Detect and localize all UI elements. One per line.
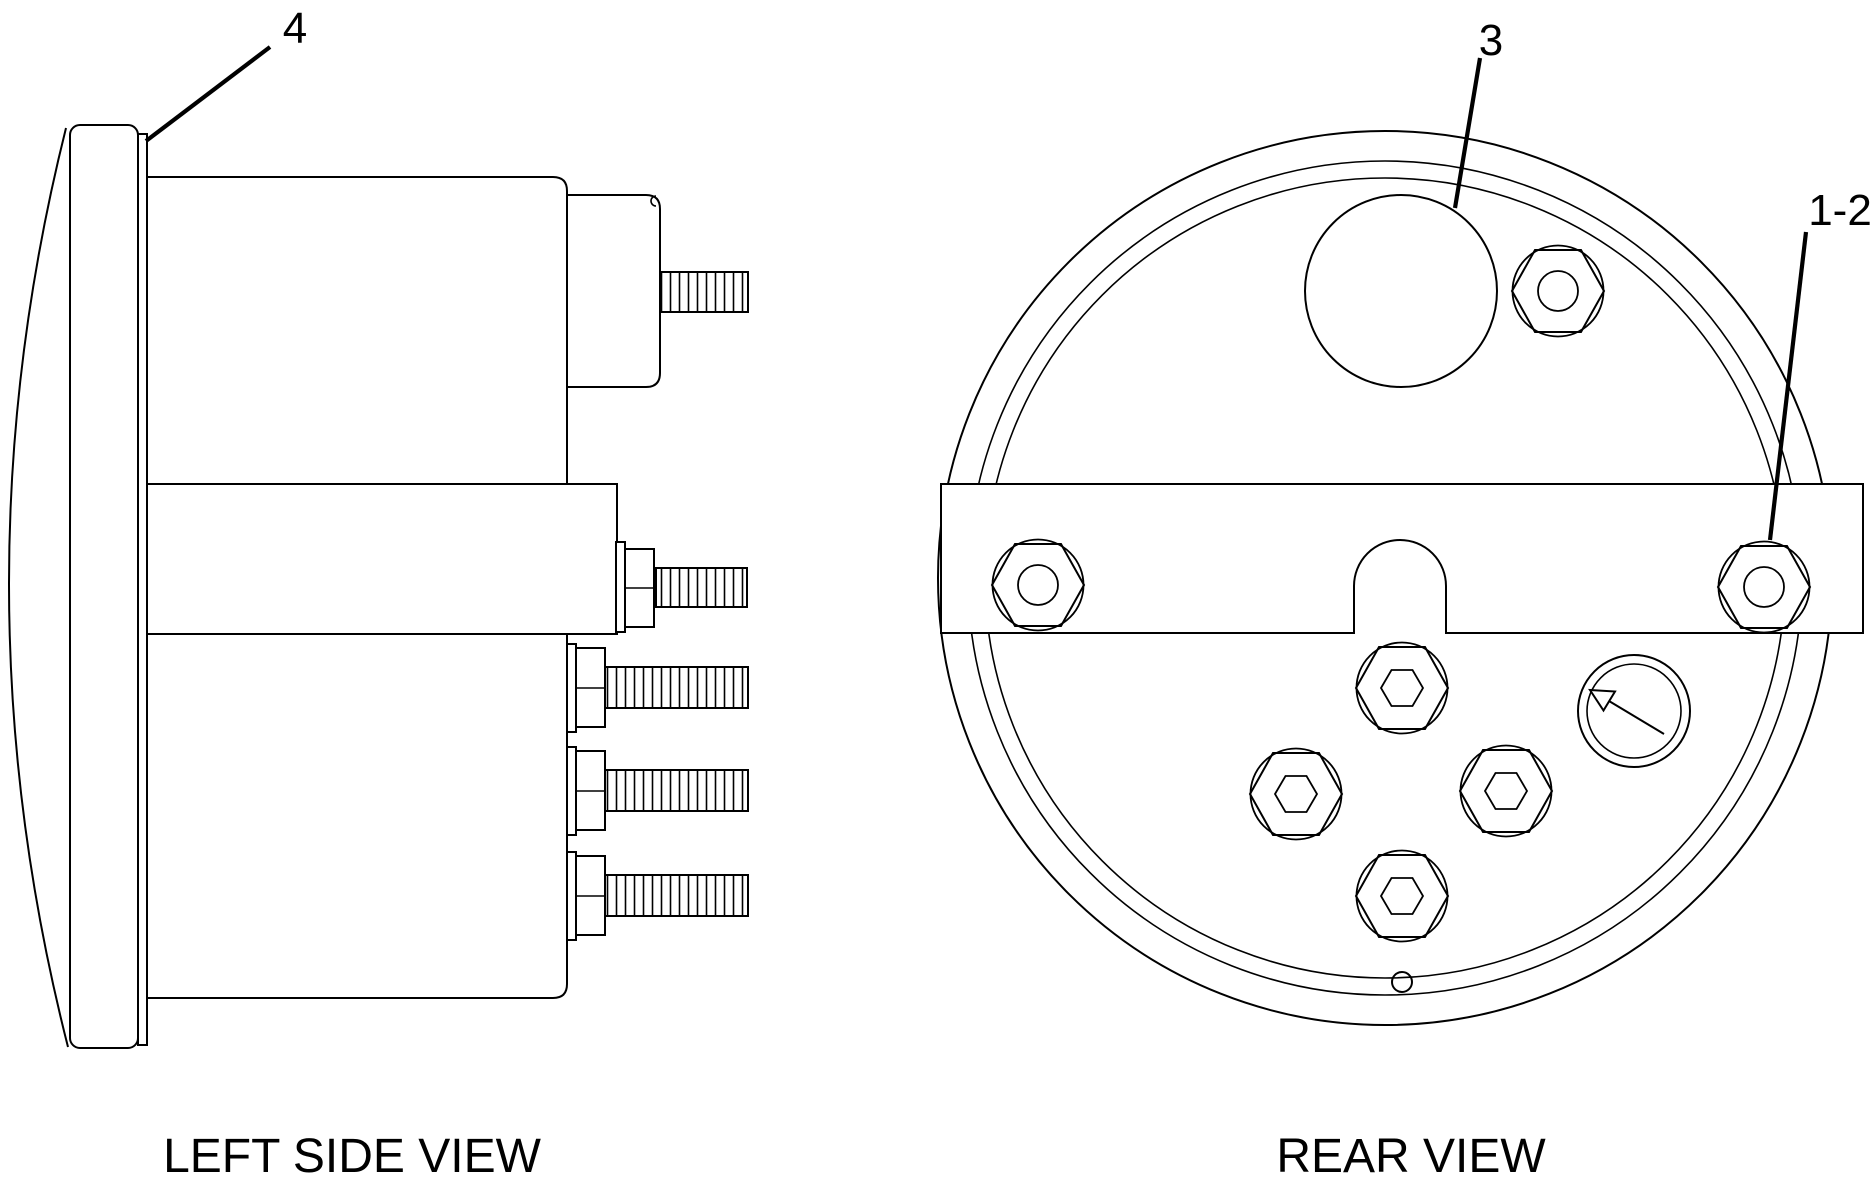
stud-washer: [566, 746, 577, 836]
stud-washer: [566, 643, 577, 733]
bracket-right-hex-nut: [1717, 540, 1811, 634]
lower-stud-3: [566, 851, 749, 941]
bezel: [69, 124, 139, 1049]
callout-1-2-label: 1-2: [1808, 186, 1871, 235]
front-flange-plate: [137, 133, 148, 1046]
dial-arrow-head: [1588, 688, 1617, 713]
rear-view-label: REAR VIEW: [1276, 1130, 1546, 1183]
band-threaded-stud: [655, 567, 748, 608]
mounting-band: [146, 483, 618, 635]
bottom-hex-nut: [1355, 849, 1449, 943]
upper-hex-nut: [1511, 244, 1605, 338]
top-threaded-stud: [659, 271, 749, 313]
index-hole: [1391, 971, 1413, 993]
left-side-view-label: LEFT SIDE VIEW: [163, 1130, 542, 1183]
lower-stud-1: [566, 643, 749, 733]
lamp-hole: [1304, 194, 1498, 388]
callout-1-2-leader-line: [1767, 231, 1809, 541]
dial-inner-circle: [1586, 663, 1682, 759]
terminal-block: [566, 194, 661, 388]
callout-3-label: 3: [1479, 16, 1503, 65]
mid-right-hex-nut: [1459, 744, 1553, 838]
stud-washer: [566, 851, 577, 941]
callout-4-leader-line: [144, 45, 272, 143]
bracket-left-hex-nut: [991, 538, 1085, 632]
callout-4-label: 4: [283, 4, 307, 53]
center-hex-nut: [1355, 641, 1449, 735]
mid-left-hex-nut: [1249, 747, 1343, 841]
threaded-stud: [604, 769, 749, 812]
threaded-stud: [604, 666, 749, 709]
rear-view: 3 1-2 REAR VIEW: [937, 16, 1871, 1183]
mounting-bracket: [940, 483, 1864, 634]
lower-stud-2: [566, 746, 749, 836]
adjuster-dial: [1577, 654, 1691, 768]
corner-detail: [650, 195, 657, 207]
dial-arrow-shaft: [1608, 700, 1665, 735]
left-side-view: 4 LEFT SIDE VIEW: [8, 4, 749, 1183]
threaded-stud: [604, 874, 749, 917]
lens-dome-arc: [8, 127, 69, 1048]
callout-3-leader-line: [1452, 57, 1483, 209]
band-washer: [615, 541, 626, 633]
dial-outer-circle: [1577, 654, 1691, 768]
